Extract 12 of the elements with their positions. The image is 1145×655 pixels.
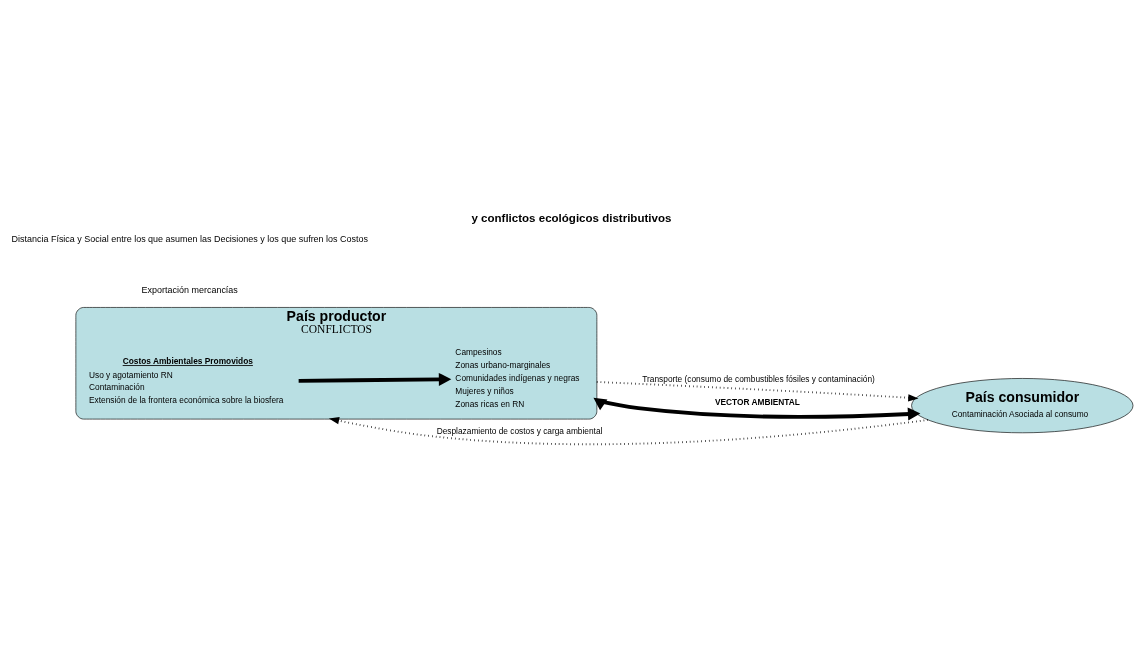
- arrow: [328, 417, 929, 446]
- label: Exportación mercancías: [141, 285, 238, 296]
- node-text: Campesinos Zonas urbano-marginales Comunidades indígenas y negras Mujeres y niños Zonas ricas en RN: [455, 347, 580, 409]
- arrow: [298, 372, 452, 386]
- edge-label: VECTOR AMBIENTAL: [714, 397, 800, 408]
- node-ellipse: País consumidor Contaminación Asociada al consumo: [911, 378, 1134, 434]
- edge-label: Desplazamiento de costos y carga ambiental: [436, 426, 603, 437]
- edge-label: Transporte (consumo de combustibles fósiles y contaminación): [642, 374, 875, 385]
- label: Distancia Física y Social entre los que asumen las Decisiones y los que sufren los Costos: [11, 234, 368, 245]
- node-text: Costos Ambientales Promovidos Uso y agotamiento RN Contaminación Extensión de la frontera económica sobre la biosfera: [89, 356, 284, 406]
- diagram-title: y conflictos ecológicos distributivos: [471, 211, 672, 224]
- arrow: [593, 397, 921, 421]
